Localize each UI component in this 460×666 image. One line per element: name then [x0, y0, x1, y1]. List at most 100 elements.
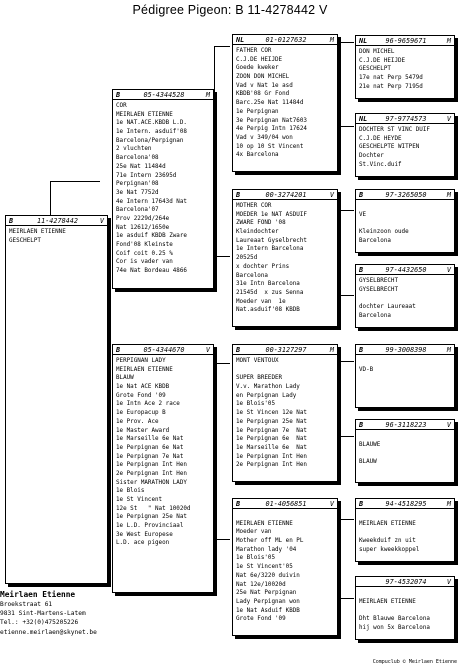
pigeon-note-line: 1e Marseille 6e Nat [116, 436, 184, 443]
ring-number: 96-9659671 [385, 37, 427, 45]
connector [214, 256, 230, 257]
sex-marker: M [446, 346, 451, 354]
pigeon-note-line: DOCHTER ST VINC DUIF [359, 127, 430, 133]
pigeon-note-line: hij won 5x Barcelona [359, 624, 430, 631]
pigeon-note-line: dochter Laureaat [359, 304, 416, 311]
connector [340, 42, 341, 126]
pigeon-note-line: 1e Perpignan 25e Nat [236, 418, 307, 425]
pigeon-note-line [359, 606, 451, 615]
pigeon-note-line: MEIRLAEN ETIENNE [9, 229, 66, 235]
owner-block: Meirlaen Etienne Broekstraat 61 9831 Sin… [0, 589, 200, 637]
pigeon-note-line [359, 357, 451, 366]
pigeon-note-line: 3e Perpignan Nat7603 [236, 117, 307, 124]
pigeon-note-line: COR [116, 103, 127, 109]
sex-marker: V [446, 266, 451, 274]
pigeon-notes: VD-B [356, 355, 454, 400]
pigeon-note-line: 1e Prov. Ace [116, 418, 159, 425]
pigeon-note-line: 1e Perpignan 7e Nat [116, 453, 184, 460]
owner-phone: Tel.: +32(0)475205226 [0, 619, 79, 627]
pigeon-note-line: 1e Perpignan 7e Nat [236, 427, 307, 434]
country-code: NL [236, 36, 245, 44]
pigeon-note-line: Kleindochter [236, 229, 279, 236]
connector [340, 295, 354, 296]
pigeon-note-line: 2e Perpignan Int Hen [116, 470, 187, 477]
connector [340, 210, 354, 211]
pigeon-note-line: Moeder van 1e [236, 298, 286, 305]
owner-address-city: 9831 Sint-Martens-Latem [0, 610, 86, 618]
pigeon-note-line: Barcelona [236, 272, 268, 279]
pigeon-note-line: C.J.DE HEIJDE [236, 56, 283, 63]
pigeon-note-line: 1e Perpignan Int Hen [236, 453, 307, 460]
country-code: B [236, 191, 241, 199]
pigeon-note-line: Sister MARATHON LADY [116, 479, 187, 486]
country-code: B [236, 500, 241, 508]
sex-marker: V [446, 115, 451, 123]
pigeon-note-line: 1e Perpignan Int Hen [116, 462, 187, 469]
pigeon-note-line: GYSELBRECHT [359, 278, 399, 284]
pigeon-note-line: 74e Nat Bordeau 4866 [116, 268, 187, 275]
ring-number: 00-3127297 [265, 346, 307, 354]
pigeon-note-line: Lady Perpignan won [236, 598, 300, 605]
pigeon-note-line: MONT VENTOUX [236, 358, 279, 364]
pigeon-note-line [359, 392, 451, 401]
pigeon-note-line: ZOON DON MICHEL [236, 74, 290, 81]
pigeon-note-line: 20525d [236, 255, 258, 262]
pigeon-note-line: en Perpignan Lady [236, 392, 297, 399]
connector [340, 126, 354, 127]
sex-marker: V [329, 500, 334, 508]
pigeon-note-line: 4x Barcelona [236, 152, 279, 159]
pigeon-note-line: 1e Master Award [116, 427, 170, 434]
ring-number: 97-3265050 [385, 191, 427, 199]
pigeon-note-line: Dochter [359, 153, 384, 160]
pigeon-note-line: Nat 6e/3220 duivin [236, 572, 300, 579]
pigeon-note-line [359, 219, 451, 228]
pigeon-note-line: MEIRLAEN ETIENNE [359, 520, 416, 527]
country-code: B [359, 500, 364, 508]
pigeon-note-line: 1e Marseille 6e Nat [236, 444, 307, 451]
pigeon-note-line: 1e Blois [116, 488, 145, 495]
ring-number: 01-0127632 [265, 36, 307, 44]
pigeon-note-line: 1e Blois'05 [236, 555, 276, 562]
country-code: NL [359, 115, 368, 123]
connector [340, 361, 341, 436]
pigeon-note-line: GESCHELPT [9, 237, 41, 244]
pigeon-note-line: 12e St " Nat 10020d [116, 505, 191, 512]
pigeon-note-line [359, 511, 451, 520]
country-code: B [359, 266, 364, 274]
pigeon-note-line: Coif coit 0.25 % [116, 250, 173, 257]
owner-email[interactable]: etienne.meirlaen@skynet.be [0, 628, 97, 636]
pigeon-note-line: Barcelona [359, 237, 391, 244]
pigeon-note-line: Barcelona [359, 312, 391, 319]
pigeon-note-line: 1e Nat ACE KBDB [116, 384, 170, 391]
pigeon-note-line: Goede kweker [236, 65, 279, 72]
pigeon-note-line: 1e L.D. Provinciaal [116, 523, 184, 530]
